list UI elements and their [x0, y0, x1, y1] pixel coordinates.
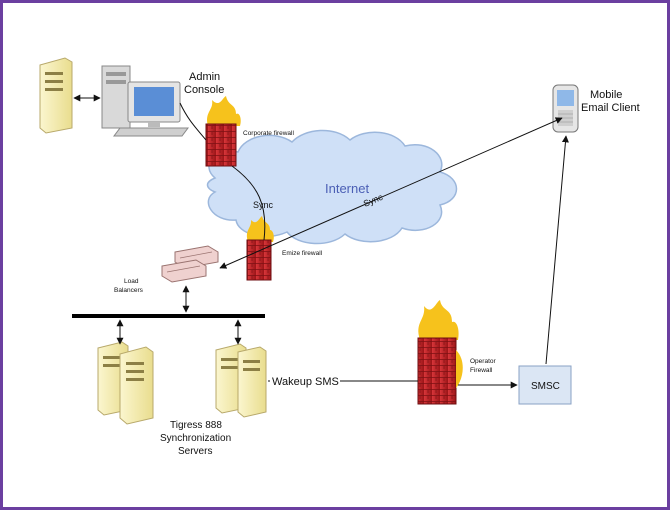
- servers-label-line3: Servers: [178, 446, 212, 457]
- servers-label-line2: Synchronization: [160, 433, 231, 444]
- mobile-label-line2: Email Client: [581, 102, 640, 114]
- admin-console-label-line2: Console: [184, 84, 224, 96]
- load-balancers-label-line2: Balancers: [114, 287, 144, 294]
- corporate-firewall-label: Corporate firewall: [243, 130, 294, 137]
- internet-label: Internet: [325, 181, 369, 196]
- mobile-phone-icon: [552, 84, 579, 133]
- admin-console-label-line1: Admin: [189, 71, 220, 83]
- load-balancers-icon: [161, 245, 219, 283]
- wakeup-label-bg: [270, 373, 340, 387]
- sync-server-left-icon: [97, 341, 154, 425]
- admin-console-computer-icon: [101, 65, 189, 137]
- wakeup-sms-label: Wakeup SMS: [272, 376, 339, 388]
- mobile-sync-link: [219, 117, 563, 269]
- sync-label-1: Sync: [253, 200, 274, 210]
- smsc-label: SMSC: [531, 381, 560, 392]
- load-balancers-label-line1: Load: [124, 278, 139, 285]
- operator-firewall-label-line1: Operator: [470, 358, 496, 365]
- console-to-firewall-link: [179, 102, 207, 141]
- smsc-to-mobile-link: [545, 135, 569, 365]
- operator-firewall-icon: [417, 300, 463, 405]
- admin-server-icon: [39, 57, 73, 134]
- operator-firewall-label-line2: Firewall: [470, 367, 493, 374]
- sync-server-right-icon: [215, 343, 267, 418]
- servers-label-line1: Tigress 888: [170, 420, 222, 431]
- emize-firewall-label: Emize firewall: [282, 250, 323, 257]
- mobile-label-line1: Mobile: [590, 89, 622, 101]
- connections: [73, 94, 569, 389]
- corporate-firewall-icon: [205, 96, 241, 167]
- smsc-box: [518, 365, 572, 405]
